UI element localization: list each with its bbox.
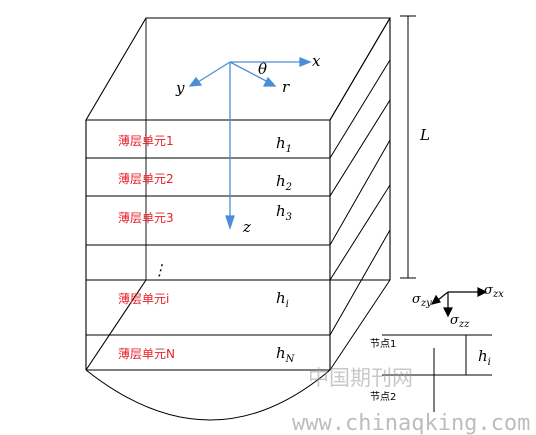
layer-label-1: 薄层单元1 <box>118 133 174 148</box>
r-arrow-icon <box>262 76 277 87</box>
sigma-zx-label: σzx <box>484 283 504 300</box>
axis-r-label: r <box>282 78 290 96</box>
axis-z-label: z <box>242 218 251 236</box>
layer-label-3: 薄层单元3 <box>118 210 174 225</box>
watermark-url: www.chinaqking.com <box>292 411 530 435</box>
axis-theta-label: θ <box>258 60 267 78</box>
bottom-left-diagonal <box>85 279 147 371</box>
sigma-zx-arrow-icon <box>477 287 488 297</box>
sigma-zz-arrow-icon <box>443 307 453 318</box>
node-2-label: 节点2 <box>370 391 396 403</box>
box-outline <box>85 17 391 371</box>
layer-label-i: 薄层单元i <box>118 291 169 306</box>
length-dimension <box>400 15 416 279</box>
z-arrow-icon <box>225 215 235 231</box>
thickness-label-3: h3 <box>276 202 292 223</box>
watermark-cn: 中国期刊网 <box>308 366 413 390</box>
coordinate-axes <box>188 57 312 231</box>
thickness-label-1: h1 <box>276 134 292 155</box>
thickness-label-n: hN <box>276 344 296 365</box>
layer-lines <box>86 17 391 371</box>
node-detail <box>382 334 492 412</box>
node-1-label: 节点1 <box>370 338 396 350</box>
y-arrow-icon <box>188 76 203 87</box>
thickness-label-2: h2 <box>276 172 292 193</box>
x-arrow-icon <box>299 57 312 67</box>
sigma-zz-label: σzz <box>450 313 470 330</box>
layer-label-n: 薄层单元N <box>118 346 175 361</box>
length-label: L <box>419 126 430 144</box>
node-thickness-label: hi <box>478 347 491 368</box>
sigma-zy-label: σzy <box>412 292 432 309</box>
bottom-arc <box>85 369 331 421</box>
top-face <box>85 17 391 121</box>
stress-element <box>430 287 488 318</box>
sigma-zy-arrow-icon <box>430 294 441 305</box>
axis-y-label: y <box>175 79 185 97</box>
layer-label-2: 薄层单元2 <box>118 171 174 186</box>
thickness-label-i: hi <box>276 289 289 310</box>
ellipsis-marker: ⋮ <box>152 261 167 279</box>
axis-x-label: x <box>312 52 321 70</box>
